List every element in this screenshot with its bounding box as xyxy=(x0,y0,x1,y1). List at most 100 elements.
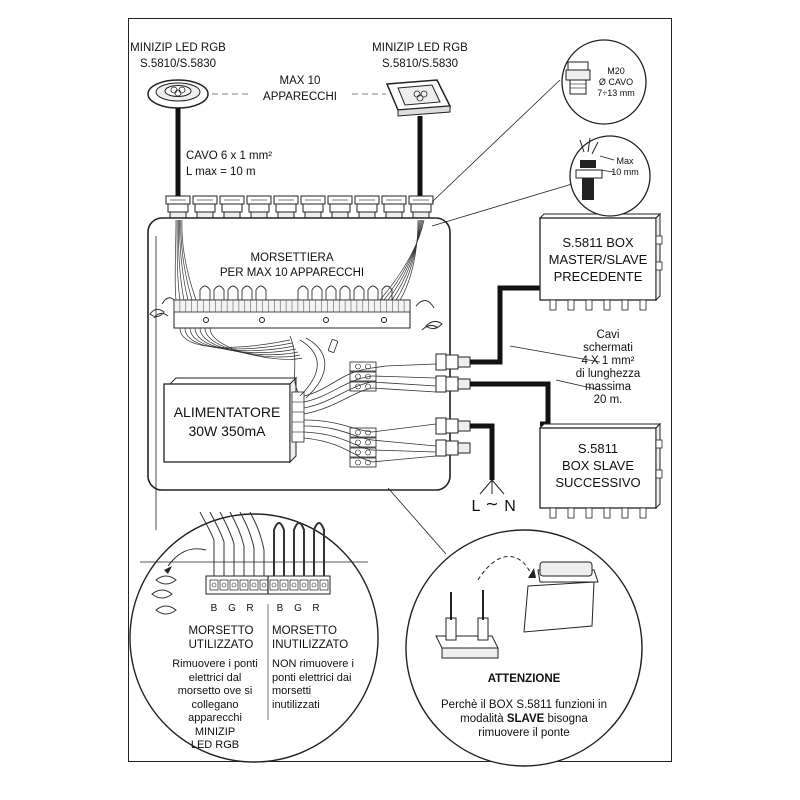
mains-wire-ends xyxy=(479,479,505,495)
bridge-loop-8 xyxy=(297,285,309,300)
callout-leader-lines xyxy=(155,79,601,555)
mains-tilde-label: ∼ xyxy=(485,496,499,513)
bridge-loop-1 xyxy=(199,285,211,300)
attention-line3: rimuovere il ponte xyxy=(478,727,570,739)
master-box-line3: PRECEDENTE xyxy=(553,269,643,284)
strip-detail-callout xyxy=(569,135,651,217)
pin-label-g1: G xyxy=(228,603,236,614)
psu-terminal xyxy=(291,391,305,443)
cable-spec-line1: CAVO 6 x 1 mm² xyxy=(186,150,273,162)
mains-l-label: L xyxy=(471,498,481,515)
terminal-title-line1: MORSETTIERA xyxy=(250,252,334,264)
bridge-loop-5 xyxy=(255,285,267,300)
shielded-line1: Cavi xyxy=(596,329,620,341)
slave-box xyxy=(538,422,663,519)
cable-gland-6 xyxy=(300,195,326,221)
bridge-loop-11 xyxy=(339,285,351,300)
slave-box-line1: S.5811 xyxy=(577,441,619,456)
shielded-line2: schermati xyxy=(583,342,633,354)
max-label-line1: MAX 10 xyxy=(279,75,321,87)
pin-label-g2: G xyxy=(294,603,302,614)
right-light-name: MINIZIP LED RGB xyxy=(372,42,468,54)
attention-line2-bold: SLAVE xyxy=(506,713,545,725)
strip-spec-line1: Max xyxy=(616,156,634,166)
right-light-code: S.5810/S.5830 xyxy=(381,58,459,70)
gland-detail-callout xyxy=(561,39,647,125)
side-gland-2 xyxy=(435,375,471,393)
round-light-icon xyxy=(147,79,209,109)
cable-to-slave-box xyxy=(470,381,551,427)
cable-gland-1 xyxy=(165,195,191,221)
shielded-line6: 20 m. xyxy=(593,394,623,406)
pin-label-r1: R xyxy=(246,603,254,614)
diagram-frame xyxy=(128,18,672,762)
left-light-code: S.5810/S.5830 xyxy=(139,58,217,70)
terminal-bridges xyxy=(199,285,393,300)
bridge-loop-4 xyxy=(241,285,253,300)
bridge-loop-13 xyxy=(367,285,379,300)
used-instruction-line-5: apparecchi xyxy=(188,712,242,724)
cable-to-master-box xyxy=(470,285,540,365)
master-box-line1: S.5811 BOX xyxy=(562,235,634,250)
used-instruction-line-2: elettrici dal xyxy=(188,671,242,684)
pin-label-b1: B xyxy=(210,603,218,614)
master-box-line2: MASTER/SLAVE xyxy=(548,252,648,267)
side-cable-glands xyxy=(435,353,471,457)
cable-gland-3 xyxy=(219,195,245,221)
terminal-board xyxy=(173,299,411,329)
right-terminal-1 xyxy=(349,361,377,372)
pin-label-r2: R xyxy=(312,603,320,614)
right-terminal-2 xyxy=(349,371,377,382)
cable-gland-5 xyxy=(273,195,299,221)
unused-instruction-line-3: morsetti xyxy=(272,685,312,697)
mains-n-label: N xyxy=(504,498,516,515)
attention-line2-post: bisogna xyxy=(544,713,588,725)
attention-line2-pre: modalità xyxy=(460,713,507,725)
pin-label-b2: B xyxy=(276,603,284,614)
used-instruction-line-6: MINIZIP xyxy=(194,725,236,738)
power-supply xyxy=(163,376,298,464)
shielded-line3: 4 X 1 mm² xyxy=(581,355,635,367)
used-title-line2: UTILIZZATO xyxy=(188,639,254,651)
internal-wires xyxy=(174,219,425,360)
unused-instruction-line-1: NON rimuovere i xyxy=(272,658,354,670)
gland-spec-line2: Ø CAVO xyxy=(598,77,634,87)
used-title-line1: MORSETTO xyxy=(188,625,254,637)
cable-spec-line2: L max = 10 m xyxy=(186,166,256,178)
used-instruction-line-3: morsetto ove si xyxy=(177,685,253,697)
side-gland-1 xyxy=(435,353,471,371)
fuse-icon xyxy=(328,339,338,353)
bridge-loop-3 xyxy=(227,285,239,300)
cable-glands-row xyxy=(165,195,434,221)
cable-gland-7 xyxy=(327,195,353,221)
strip-spec-line2: 10 mm xyxy=(611,167,639,177)
mains-cable xyxy=(470,423,495,480)
slave-box-line3: SUCCESSIVO xyxy=(555,475,641,490)
max-label-line2: APPARECCHI xyxy=(250,90,350,104)
side-gland-3 xyxy=(435,417,471,435)
terminal-title-line2: PER MAX 10 APPARECCHI xyxy=(219,267,365,279)
cable-gland-9 xyxy=(381,195,407,221)
attention-line1: Perchè il BOX S.5811 funzioni in xyxy=(441,699,607,711)
right-terminal-7 xyxy=(349,457,377,468)
cable-gland-8 xyxy=(354,195,380,221)
unused-title-line2: INUTILIZZATO xyxy=(272,639,349,651)
left-light-name: MINIZIP LED RGB xyxy=(130,42,226,54)
right-terminal-6 xyxy=(349,447,377,458)
master-box xyxy=(538,212,663,311)
cable-gland-2 xyxy=(192,195,218,221)
psu-label-line1: ALIMENTATORE xyxy=(173,404,281,420)
right-terminal-4 xyxy=(349,427,377,438)
unused-instruction-line-4: inutilizzati xyxy=(272,698,320,711)
bridge-loop-2 xyxy=(213,285,225,300)
shielded-line5: massima xyxy=(584,381,631,393)
psu-label-line2: 30W 350mA xyxy=(188,423,266,439)
cable-gland-4 xyxy=(246,195,272,221)
slave-box-line2: BOX SLAVE xyxy=(561,458,634,473)
bridge-loop-9 xyxy=(311,285,323,300)
square-light-icon xyxy=(385,79,452,117)
gland-spec-line3: 7÷13 mm xyxy=(597,88,635,98)
